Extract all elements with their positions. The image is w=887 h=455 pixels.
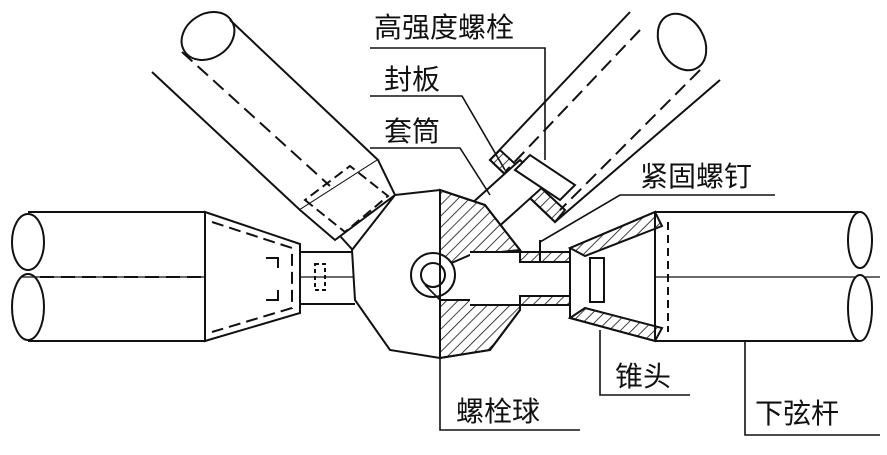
label-sleeve: 套筒 [384,115,441,148]
leader-bottom-chord [744,341,880,436]
left-chord-tube [11,211,880,342]
upper-left-diagonal-tube [151,11,411,259]
leader-high-strength-bolt [370,47,546,160]
right-chord-tube [655,211,873,342]
leader-bolt-ball [424,284,580,431]
bolt-ball [350,188,522,360]
label-fastening-screw: 紧固螺钉 [640,160,753,193]
right-cone-head [470,210,664,343]
label-high-strength-bolt: 高强度螺栓 [374,11,515,44]
leader-cone-head [599,330,690,396]
leader-fastening-screw [539,194,775,243]
leader-lines [370,47,880,436]
label-cone-head: 锥头 [615,360,672,393]
leader-end-plate [370,95,506,171]
label-end-plate: 封板 [384,63,441,96]
left-cone-head [204,210,355,343]
label-bolt-ball: 螺栓球 [456,395,541,428]
leader-sleeve [370,147,491,196]
label-bottom-chord: 下弦杆 [755,397,840,430]
